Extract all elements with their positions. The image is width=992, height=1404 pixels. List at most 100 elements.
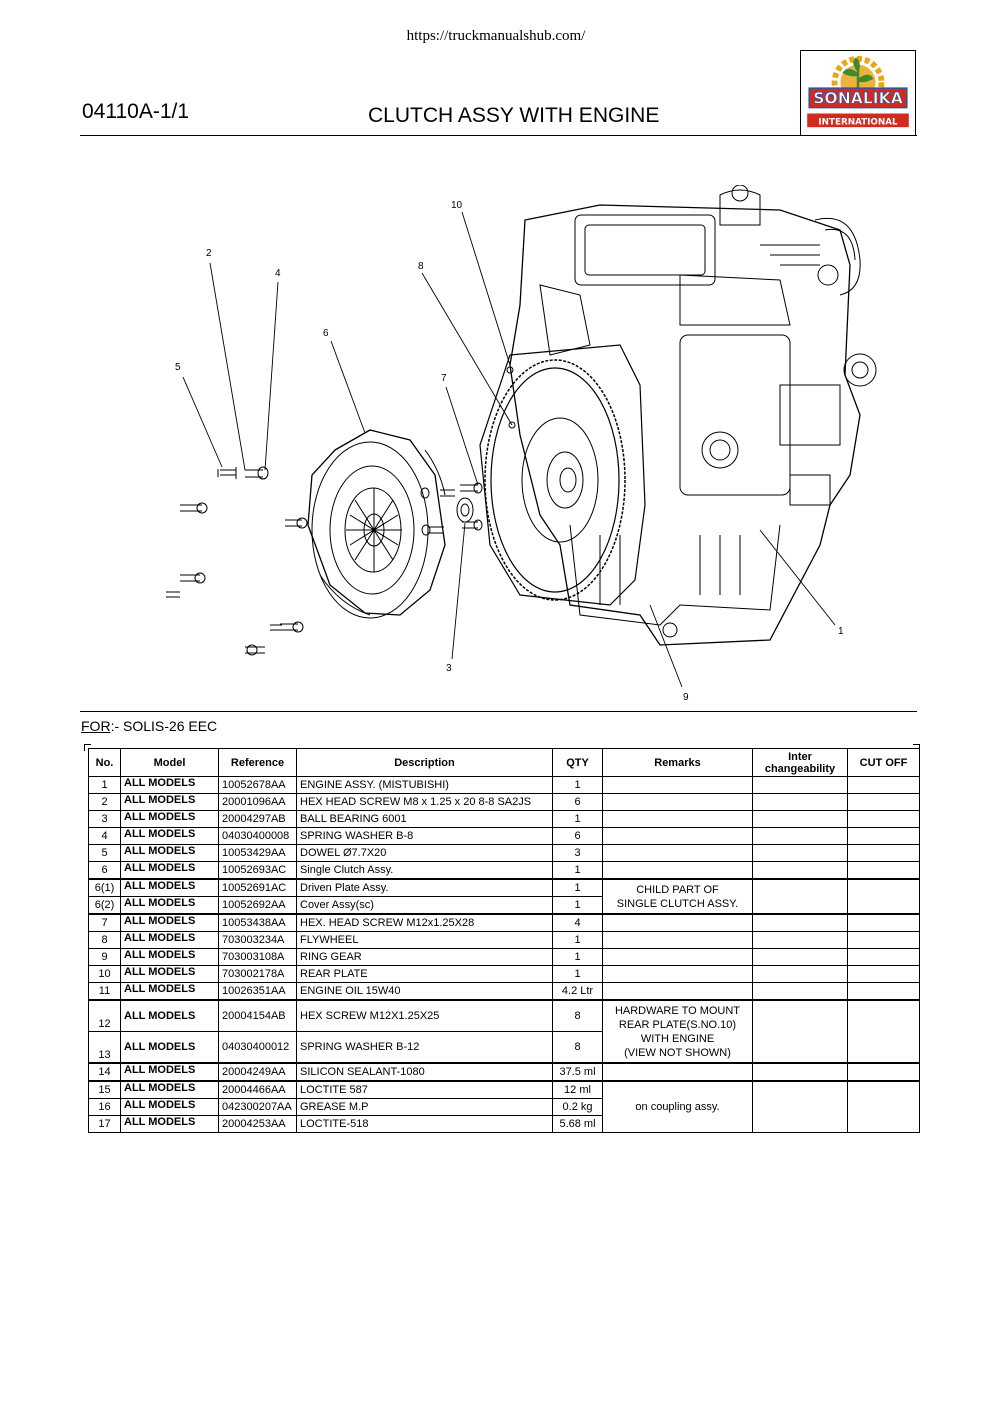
source-url: https://truckmanualshub.com/: [406, 28, 586, 44]
cell-ref: 04030400012: [218, 1031, 297, 1064]
cell-cut-off: [847, 776, 920, 794]
cell-ref: 10052678AA: [218, 776, 297, 794]
cell-model: ALL MODELS: [120, 793, 219, 811]
cell-qty: 4: [552, 913, 603, 932]
cell-qty: 6: [552, 827, 603, 845]
cell-ref: 20004297AB: [218, 810, 297, 828]
cell-no: 12: [88, 999, 121, 1032]
cell-no: 17: [88, 1115, 121, 1133]
cell-model: ALL MODELS: [120, 948, 219, 966]
table-corner-mark-right: [913, 744, 920, 751]
table-row: 2 ALL MODELS 20001096AA HEX HEAD SCREW M…: [88, 793, 920, 811]
cell-remarks-child-part: CHILD PART OF SINGLE CLUTCH ASSY.: [602, 878, 753, 915]
table-row: 12 ALL MODELS 20004154AB HEX SCREW M12X1…: [88, 999, 920, 1064]
cell-ref: 042300207AA: [218, 1098, 297, 1116]
logo-gear: [831, 55, 885, 109]
table-row: 17 ALL MODELS 20004253AA LOCTITE-518 5.6…: [88, 1115, 920, 1133]
cell-cut-off: [847, 931, 920, 949]
parts-table: No. Model Reference Description QTY Rema…: [88, 748, 920, 1133]
logo-sub-banner: [807, 113, 909, 128]
cell-cut-off: [847, 878, 920, 915]
cell-cut-off: [847, 982, 920, 1001]
cell-qty: 6: [552, 793, 603, 811]
callout-1: 1: [838, 626, 844, 637]
cell-ref: 703003234A: [218, 931, 297, 949]
header-rule: [80, 135, 917, 136]
cell-desc: HEX. HEAD SCREW M12x1.25X28: [296, 913, 553, 932]
col-header-reference: Reference: [218, 748, 297, 777]
cell-desc: REAR PLATE: [296, 965, 553, 983]
cell-desc: SPRING WASHER B-12: [296, 1031, 553, 1064]
cell-remarks: [602, 793, 753, 811]
cell-remarks: [602, 931, 753, 949]
applicability-line: FOR:- SOLIS-26 EEC: [81, 718, 217, 734]
cell-interchangeability: [752, 1080, 848, 1133]
cell-model: ALL MODELS: [120, 878, 219, 897]
cell-desc: SPRING WASHER B-8: [296, 827, 553, 845]
cell-model: ALL MODELS: [120, 1115, 219, 1133]
cell-qty: 1: [552, 965, 603, 983]
cell-interchangeability: [752, 999, 848, 1064]
for-label: FOR: [81, 718, 111, 734]
cell-cut-off: [847, 793, 920, 811]
sonalika-logo: SONALIKA INTERNATIONAL: [800, 50, 916, 136]
cell-model: ALL MODELS: [120, 810, 219, 828]
cell-no: 6(2): [88, 896, 121, 915]
cell-qty: 1: [552, 776, 603, 794]
cell-model: ALL MODELS: [120, 982, 219, 1001]
table-row: 7 ALL MODELS 10053438AA HEX. HEAD SCREW …: [88, 913, 920, 932]
logo-brand-text: SONALIKA: [813, 90, 903, 108]
cell-desc: DOWEL Ø7.7X20: [296, 844, 553, 862]
cell-interchangeability: [752, 931, 848, 949]
cell-qty: 37.5 ml: [552, 1062, 603, 1082]
cell-cut-off: [847, 1062, 920, 1082]
cell-qty: 1: [552, 878, 603, 897]
cell-cut-off: [847, 844, 920, 862]
cell-ref: 20004154AB: [218, 999, 297, 1032]
bearing-drawing: [456, 497, 474, 523]
cell-qty: 1: [552, 948, 603, 966]
cell-ref: 20004466AA: [218, 1080, 297, 1099]
cell-desc: RING GEAR: [296, 948, 553, 966]
cell-interchangeability: [752, 844, 848, 862]
cell-interchangeability: [752, 776, 848, 794]
table-row: 9 ALL MODELS 703003108A RING GEAR 1: [88, 948, 920, 966]
document-number: 04110A-1/1: [82, 100, 190, 123]
table-row: 3 ALL MODELS 20004297AB BALL BEARING 600…: [88, 810, 920, 828]
cell-interchangeability: [752, 827, 848, 845]
cell-interchangeability: [752, 913, 848, 932]
cell-remarks: [602, 1062, 753, 1082]
cell-model: ALL MODELS: [120, 896, 219, 915]
callout-10: 10: [451, 200, 463, 211]
cell-remarks: [602, 913, 753, 932]
callout-leaders: [182, 211, 836, 688]
cell-desc: BALL BEARING 6001: [296, 810, 553, 828]
cell-ref: 10052692AA: [218, 896, 297, 915]
cell-ref: 703003108A: [218, 948, 297, 966]
cell-ref: 10052691AC: [218, 878, 297, 897]
cell-desc: ENGINE OIL 15W40: [296, 982, 553, 1001]
cell-interchangeability: [752, 1062, 848, 1082]
cell-no: 7: [88, 913, 121, 932]
engine-assembly-drawing: [509, 185, 877, 646]
cell-interchangeability: [752, 793, 848, 811]
exploded-view-illustration: 1 2 3 4 5 6 7 8 9 10: [166, 185, 877, 703]
remark-line: REAR PLATE(S.NO.10): [618, 1018, 737, 1031]
callout-6: 6: [323, 328, 329, 339]
callout-9: 9: [683, 692, 689, 703]
col-header-interchangeability: Inter changeability: [752, 748, 848, 777]
remark-line: (VIEW NOT SHOWN): [624, 1046, 731, 1059]
cell-model: ALL MODELS: [120, 1098, 219, 1116]
cell-ref: 703002178A: [218, 965, 297, 983]
cell-cut-off: [847, 999, 920, 1064]
cell-model: ALL MODELS: [120, 776, 219, 794]
cell-remarks-coupling: on coupling assy.: [602, 1080, 753, 1133]
for-model: :- SOLIS-26 EEC: [110, 718, 218, 734]
cell-no: 1: [88, 776, 121, 794]
col-header-cut-off: CUT OFF: [847, 748, 920, 777]
logo-plant: [842, 57, 874, 98]
cell-model: ALL MODELS: [120, 931, 219, 949]
col-header-qty: QTY: [552, 748, 603, 777]
cell-no: 4: [88, 827, 121, 845]
cell-interchangeability: [752, 965, 848, 983]
